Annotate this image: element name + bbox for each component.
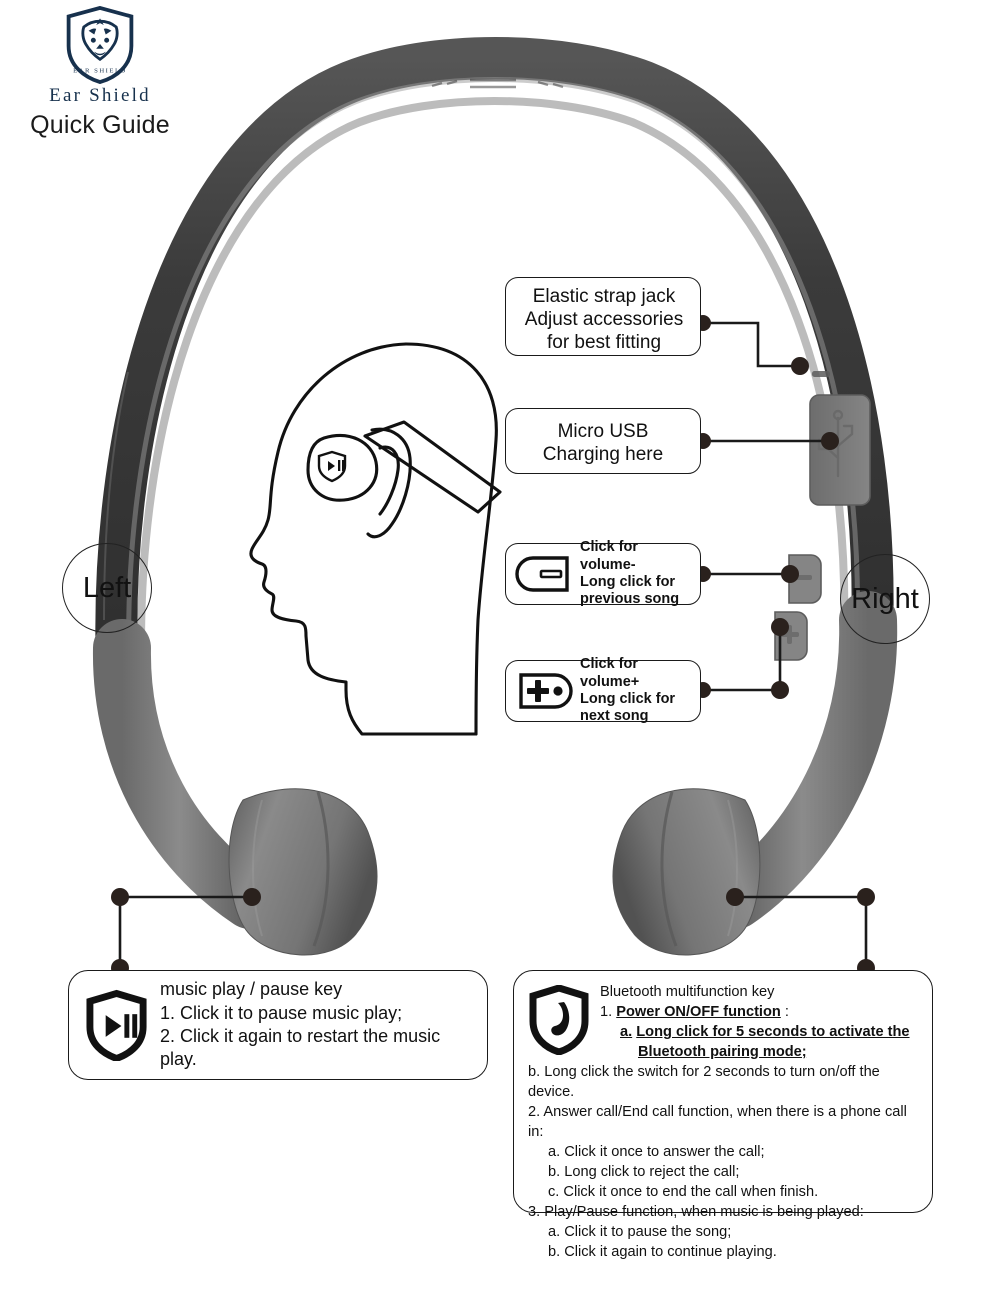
- bluetooth-item-1: 1. Power ON/OFF function :: [600, 1003, 922, 1023]
- lion-shield-logo: EAR SHIELD: [66, 6, 134, 84]
- play-pause-step: 2. Click it again to restart the music p…: [160, 1026, 441, 1070]
- bluetooth-item-1a-letter: a.: [620, 1023, 633, 1040]
- play-pause-shield-icon: [317, 450, 347, 483]
- bluetooth-item-2: 2. Answer call/End call function, when t…: [528, 1103, 907, 1140]
- callout-line: next song: [580, 708, 649, 725]
- label-right-side: Right: [840, 554, 930, 644]
- bluetooth-item-1-num: 1.: [600, 1003, 613, 1020]
- bluetooth-item-1a: a. Long click for 5 seconds to activate …: [600, 1023, 922, 1043]
- elastic-strap-jack: [812, 371, 830, 377]
- bluetooth-item-3: 3. Play/Pause function, when music is be…: [528, 1203, 864, 1220]
- play-pause-shield-icon: [86, 989, 147, 1061]
- callout-line: Click for volume+: [580, 656, 640, 690]
- callout-line: Click for volume-: [580, 539, 639, 573]
- callout-volume-minus: Click for volume- Long click for previou…: [505, 539, 701, 608]
- brand-name: Ear Shield: [49, 85, 151, 106]
- bluetooth-item-2c: c. Click it once to end the call when fi…: [548, 1183, 819, 1200]
- play-pause-title: music play / pause key: [160, 979, 343, 1000]
- callout-elastic-strap-jack: Elastic strap jack Adjust accessories fo…: [505, 277, 701, 356]
- left-transducer-pad: [228, 788, 378, 956]
- brand-block: EAR SHIELD Ear Shield Quick Guide: [0, 6, 200, 140]
- bluetooth-item-1-colon: :: [784, 1003, 789, 1020]
- page-title: Quick Guide: [30, 111, 170, 139]
- bluetooth-item-1b: b. Long click the switch for 2 seconds t…: [528, 1063, 880, 1100]
- callout-volume-plus: Click for volume+ Long click for next so…: [505, 656, 701, 725]
- label-left-side: Left: [62, 543, 152, 633]
- callout-line: Long click for: [580, 574, 676, 590]
- callout-micro-usb: Micro USB Charging here: [505, 408, 701, 474]
- callout-line: Charging here: [542, 444, 664, 466]
- bluetooth-item-2b: b. Long click to reject the call;: [548, 1163, 740, 1180]
- callout-line: Elastic strap jack: [532, 286, 676, 307]
- callout-line: Adjust accessories: [524, 309, 684, 331]
- callout-bluetooth-multifunction: Bluetooth multifunction key 1. Power ON/…: [513, 970, 933, 1260]
- volume-plus-key-icon: [519, 673, 573, 709]
- bluetooth-item-2a: a. Click it once to answer the call;: [548, 1143, 765, 1160]
- callout-music-play-pause: music play / pause key 1. Click it to pa…: [68, 970, 488, 1080]
- bluetooth-item-1a-line1: Long click for 5 seconds to activate the: [636, 1023, 910, 1040]
- right-transducer-pad: [612, 788, 761, 956]
- callout-line: Micro USB: [557, 421, 649, 442]
- callout-line: previous song: [580, 591, 680, 608]
- bluetooth-item-3b: b. Click it again to continue playing.: [548, 1243, 777, 1260]
- bluetooth-item-1a-line2: Bluetooth pairing mode;: [638, 1043, 807, 1060]
- callout-line: Long click for: [580, 691, 676, 707]
- shield-wordmark: EAR SHIELD: [73, 68, 127, 75]
- bluetooth-item-3a: a. Click it to pause the song;: [548, 1223, 732, 1240]
- left-label-text: Left: [82, 571, 132, 604]
- callout-line: for best fitting: [546, 332, 662, 354]
- bluetooth-item-1a-cont: Bluetooth pairing mode;: [600, 1043, 922, 1063]
- phone-shield-icon: [529, 985, 589, 1055]
- right-label-text: Right: [851, 582, 919, 615]
- bluetooth-title: Bluetooth multifunction key: [600, 984, 775, 1000]
- volume-minus-button[interactable]: [788, 554, 822, 604]
- bluetooth-item-1-label: Power ON/OFF function: [616, 1003, 781, 1020]
- volume-minus-key-icon: [515, 556, 569, 592]
- play-pause-step: 1. Click it to pause music play;: [160, 1002, 403, 1023]
